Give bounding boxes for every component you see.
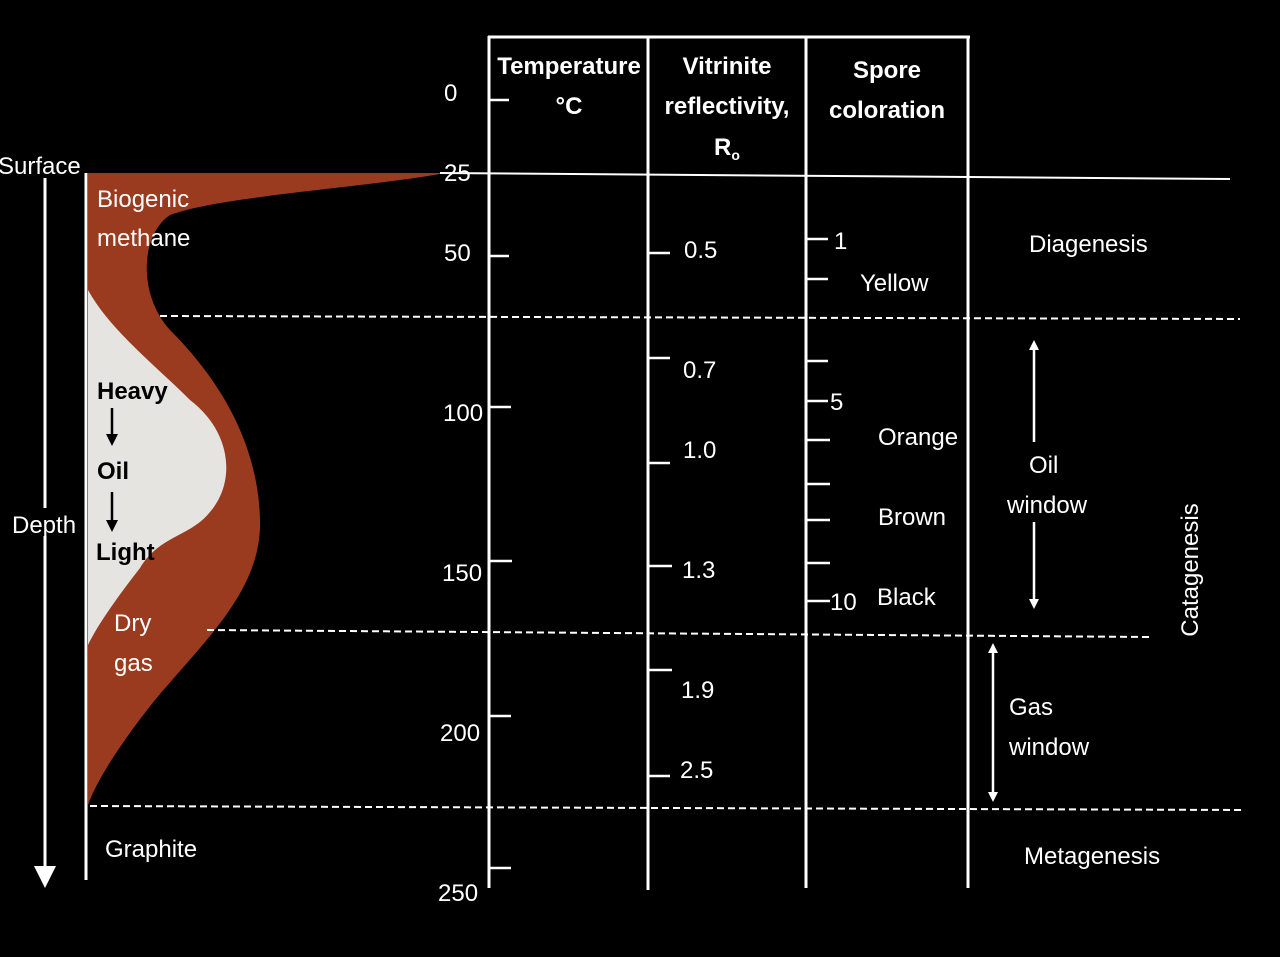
spore-header: coloration xyxy=(829,97,945,124)
spore-scale-label: 10 xyxy=(830,589,857,616)
spore-color-black: Black xyxy=(877,584,937,611)
depth-label: Depth xyxy=(12,512,76,539)
spore-scale-label: 1 xyxy=(834,228,847,255)
spore-header: Spore xyxy=(853,57,921,84)
heavy-label: Heavy xyxy=(97,378,168,405)
metagenesis-boundary xyxy=(89,805,1244,811)
light-label: Light xyxy=(96,539,155,566)
temp-tick-label: 100 xyxy=(443,400,483,427)
temperature-ticks xyxy=(489,98,512,870)
oil-window-label: Oil xyxy=(1029,452,1058,479)
vitrinite-value: 0.7 xyxy=(683,357,716,384)
generation-band xyxy=(88,173,445,805)
spore-scale-label: 5 xyxy=(830,389,843,416)
temp-tick-label: 50 xyxy=(444,240,471,267)
graphite-label: Graphite xyxy=(105,836,197,863)
spore-color-brown: Brown xyxy=(878,504,946,531)
temperature-header: Temperature xyxy=(497,53,641,80)
vitrinite-value: 1.9 xyxy=(681,677,714,704)
vitrinite-value: 0.5 xyxy=(684,237,717,264)
vitrinite-value: 1.0 xyxy=(683,437,716,464)
temp-tick-label: 200 xyxy=(440,720,480,747)
oil-zone xyxy=(88,290,227,645)
temperature-unit: °C xyxy=(556,93,583,120)
gas-label: gas xyxy=(114,650,153,677)
surface-label: Surface xyxy=(0,153,81,180)
vitrinite-value: 1.3 xyxy=(682,557,715,584)
temp-tick-label: 250 xyxy=(438,880,478,907)
methane-label: methane xyxy=(97,225,190,252)
vitrinite-value: 2.5 xyxy=(680,757,713,784)
vitrinite-ticks xyxy=(648,251,672,778)
vitrinite-header: reflectivity, xyxy=(665,93,790,120)
spore-ticks xyxy=(806,237,830,603)
oil-gas-boundary xyxy=(206,629,1151,638)
temp-tick-label: 25 xyxy=(444,160,471,187)
header-baseline xyxy=(439,172,1231,180)
spore-color-yellow: Yellow xyxy=(860,270,929,297)
temp-tick-label: 0 xyxy=(444,80,457,107)
oil-label: Oil xyxy=(97,458,129,485)
dry-label: Dry xyxy=(114,610,151,637)
metagenesis-label: Metagenesis xyxy=(1024,843,1160,870)
catagenesis-label: Catagenesis xyxy=(1177,503,1204,636)
spore-color-orange: Orange xyxy=(878,424,958,451)
biogenic-label: Biogenic xyxy=(97,186,189,213)
vitrinite-header: Vitrinite xyxy=(683,53,772,80)
diagenesis-label: Diagenesis xyxy=(1029,231,1148,258)
vitrinite-symbol: Ro xyxy=(714,134,740,163)
oil-window-label: window xyxy=(1006,492,1088,519)
diagenesis-boundary xyxy=(159,315,1241,320)
temp-tick-label: 150 xyxy=(442,560,482,587)
gas-window-label: window xyxy=(1008,734,1090,761)
gas-window-label: Gas xyxy=(1009,694,1053,721)
